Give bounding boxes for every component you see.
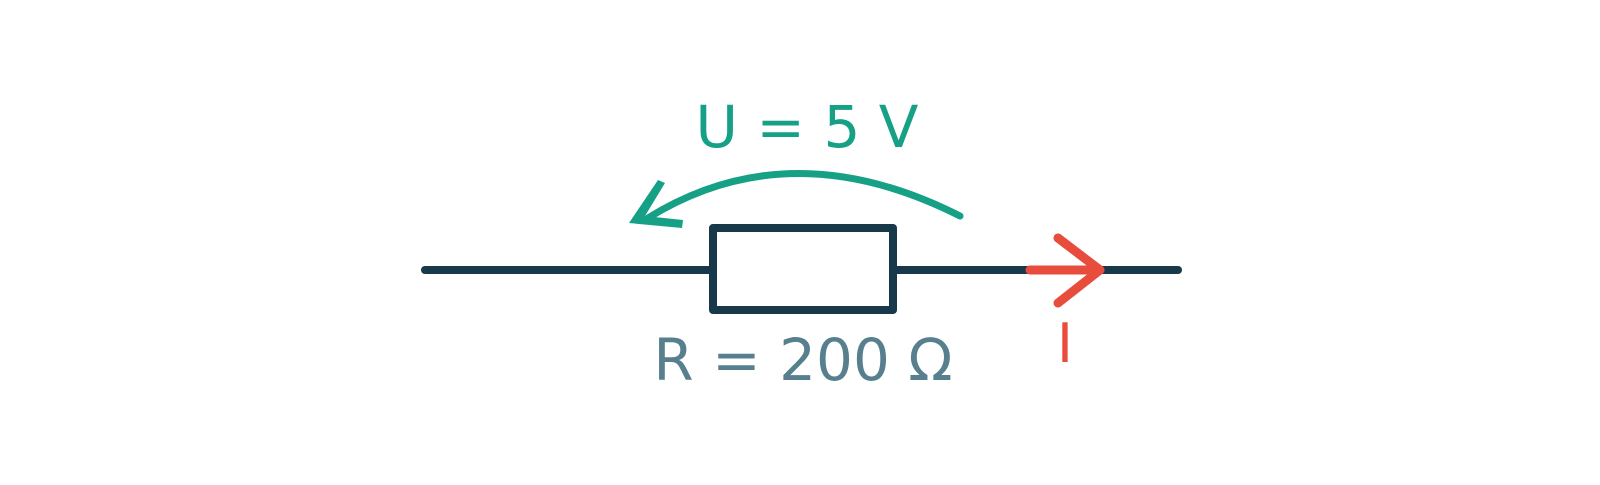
resistance-label: R = 200 Ω xyxy=(653,326,952,394)
resistor-symbol xyxy=(709,224,897,314)
current-label: I xyxy=(1057,312,1073,375)
voltage-arrow-head xyxy=(629,180,683,228)
current-arrow-head xyxy=(1053,233,1105,308)
voltage-label: U = 5 V xyxy=(696,93,919,161)
voltage-arrow xyxy=(644,170,964,222)
